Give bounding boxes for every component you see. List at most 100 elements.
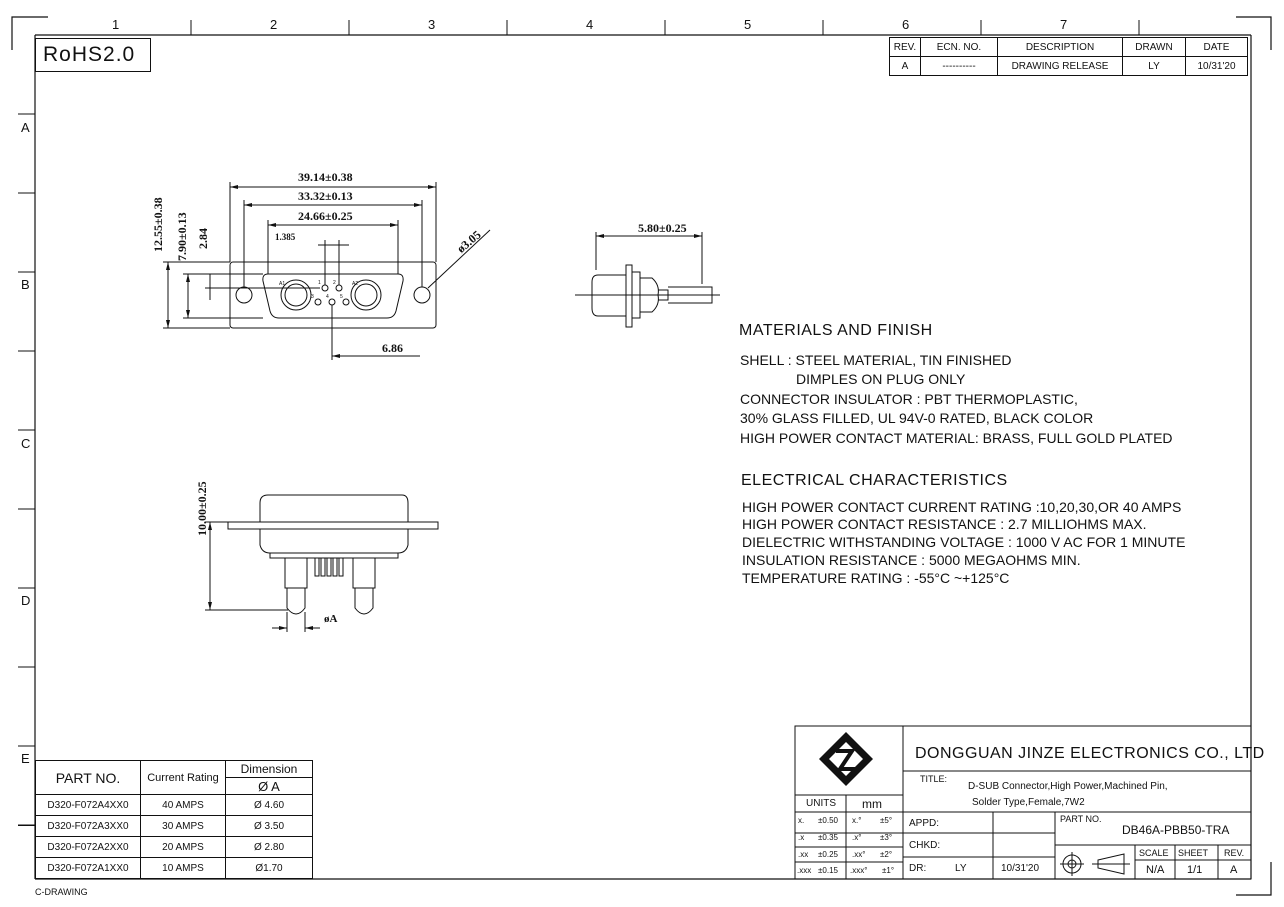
materials-line: SHELL : STEEL MATERIAL, TIN FINISHED: [740, 352, 1012, 368]
tolerance-cell: x.°: [852, 816, 862, 825]
footer-label: C-DRAWING: [35, 887, 88, 897]
dr-date: 10/31'20: [1001, 863, 1040, 874]
dr-name: LY: [955, 863, 967, 874]
materials-line: 30% GLASS FILLED, UL 94V-0 RATED, BLACK …: [740, 410, 1094, 426]
date-value: 10/31'20: [1185, 56, 1248, 76]
table-row: D320-F072A3XX0 30 AMPS Ø 3.50: [35, 815, 313, 837]
part-table-header-dimension: Dimension: [225, 760, 313, 778]
contact-label-a1: A1: [279, 281, 286, 287]
electrical-line: HIGH POWER CONTACT RESISTANCE : 2.7 MILL…: [742, 516, 1147, 532]
zone-row-a: A: [21, 120, 30, 135]
dim-side-depth: 5.80±0.25: [638, 221, 687, 235]
dim-cell: Ø 3.50: [225, 815, 313, 837]
current-cell: 40 AMPS: [140, 794, 226, 816]
part-cell: D320-F072A2XX0: [35, 836, 141, 858]
tolerance-cell: .xx: [798, 850, 809, 859]
part-table-left-tick: [18, 825, 35, 826]
tolerance-cell: x.: [798, 816, 805, 825]
zone-row-b: B: [21, 277, 30, 292]
tolerance-cell: .xxx°: [850, 866, 868, 875]
chkd-label: CHKD:: [909, 840, 941, 851]
drawn-value: LY: [1122, 56, 1186, 76]
materials-line: DIMPLES ON PLUG ONLY: [796, 371, 966, 387]
zone-row-c: C: [21, 436, 31, 451]
electrical-line: INSULATION RESISTANCE : 5000 MEGAOHMS MI…: [742, 552, 1081, 568]
tolerance-cell: ±0.35: [818, 833, 838, 842]
bottom-view: [205, 494, 439, 632]
tolerance-cell: ±1°: [882, 866, 895, 875]
rev-header-ecn: ECN. NO.: [920, 37, 998, 57]
zone-col-7: 7: [1060, 17, 1068, 32]
ecn-value: ----------: [920, 56, 998, 76]
tolerance-cell: ±0.25: [818, 850, 838, 859]
dim-small-pitch: 1.385: [275, 232, 296, 242]
sheet-label: SHEET: [1178, 848, 1209, 858]
current-cell: 10 AMPS: [140, 857, 226, 879]
contact-label-3: 3: [311, 294, 314, 300]
contact-label-5: 5: [340, 294, 343, 300]
part-table-header-part: PART NO.: [35, 760, 141, 795]
company-logo-icon: [819, 732, 873, 786]
dim-shell-width: 24.66±0.25: [298, 209, 353, 223]
contact-label-a2: A2: [352, 281, 359, 287]
units-value: mm: [862, 797, 882, 811]
part-cell: D320-F072A1XX0: [35, 857, 141, 879]
title-label: TITLE:: [920, 774, 948, 784]
electrical-line: TEMPERATURE RATING : -55°C ~+125°C: [742, 570, 1010, 586]
sheet-value: 1/1: [1187, 864, 1203, 876]
dim-overall-width: 39.14±0.38: [298, 170, 353, 184]
rev-label: REV.: [1224, 848, 1245, 858]
part-cell: D320-F072A3XX0: [35, 815, 141, 837]
contact-label-2: 2: [333, 280, 336, 286]
current-cell: 20 AMPS: [140, 836, 226, 858]
rev-header-rev: REV.: [889, 37, 921, 57]
tolerance-cell: ±2°: [880, 850, 893, 859]
part-table-header-current: Current Rating: [140, 760, 226, 795]
materials-heading: MATERIALS AND FINISH: [739, 322, 933, 339]
contact-label-1: 1: [318, 280, 321, 286]
zone-row-d: D: [21, 593, 31, 608]
title-line-1: D-SUB Connector,High Power,Machined Pin,: [968, 781, 1168, 792]
dim-hole-pitch: 33.32±0.13: [298, 189, 353, 203]
dim-offset: 2.84: [196, 228, 210, 249]
part-number-table: PART NO. Current Rating Dimension Ø A D3…: [35, 760, 313, 879]
part-table-header-dim-sub: Ø A: [225, 777, 313, 795]
zone-col-6: 6: [902, 17, 910, 32]
tolerance-cell: .x°: [852, 833, 862, 842]
projection-symbol-icon: [1060, 852, 1130, 876]
description-value: DRAWING RELEASE: [997, 56, 1123, 76]
zone-col-1: 1: [112, 17, 120, 32]
zone-col-3: 3: [428, 17, 436, 32]
zone-col-5: 5: [744, 17, 752, 32]
tolerance-cell: ±5°: [880, 816, 893, 825]
side-view: [575, 232, 720, 328]
dim-cell: Ø 2.80: [225, 836, 313, 858]
dr-label: DR:: [909, 863, 927, 874]
zone-row-e: E: [21, 751, 30, 766]
rohs-badge: RoHS2.0: [35, 38, 151, 72]
revision-block: REV. ECN. NO. DESCRIPTION DRAWN DATE A -…: [889, 37, 1248, 76]
rev-header-description: DESCRIPTION: [997, 37, 1123, 57]
scale-value: N/A: [1146, 864, 1165, 876]
tolerance-cell: ±0.50: [818, 816, 838, 825]
part-no-value: DB46A-PBB50-TRA: [1122, 823, 1230, 837]
appd-label: APPD:: [909, 818, 940, 829]
tolerance-cell: .x: [798, 833, 805, 842]
dim-cell: Ø 4.60: [225, 794, 313, 816]
dim-contact-pitch: 6.86: [382, 341, 403, 355]
dim-pin-diameter: øA: [324, 613, 338, 625]
table-row: D320-F072A2XX0 20 AMPS Ø 2.80: [35, 836, 313, 858]
electrical-line: HIGH POWER CONTACT CURRENT RATING :10,20…: [742, 499, 1182, 515]
contact-label-4: 4: [326, 294, 329, 300]
title-line-2: Solder Type,Female,7W2: [972, 797, 1085, 808]
tolerance-cell: .xxx: [797, 866, 812, 875]
rev-value-block: A: [1230, 864, 1238, 876]
rohs-label: RoHS2.0: [43, 43, 136, 66]
scale-label: SCALE: [1139, 848, 1169, 858]
tolerance-cell: ±0.15: [818, 866, 838, 875]
rev-header-drawn: DRAWN: [1122, 37, 1186, 57]
dimension-arrows: [166, 185, 436, 358]
dim-front-height: 10.00±0.25: [195, 481, 209, 536]
zone-col-2: 2: [270, 17, 278, 32]
